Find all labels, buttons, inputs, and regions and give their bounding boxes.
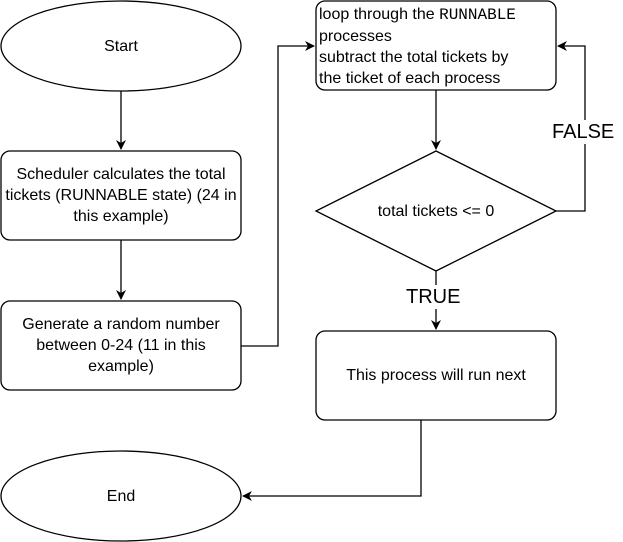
decision-node-label: total tickets <= 0	[377, 202, 495, 220]
true-edge-label: TRUE	[406, 285, 461, 309]
end-node-shape	[0, 450, 242, 542]
random-node-label: Generate a random number between 0-24 (1…	[22, 316, 220, 375]
loop-line-1: loop through the RUNNABLE	[319, 4, 555, 26]
calculate-node-label: Scheduler calculates the total tickets (…	[5, 166, 237, 225]
loop-line-2: processes	[319, 28, 392, 45]
loop-line-3: subtract the total tickets by	[319, 49, 509, 66]
loop-line-4: the ticket of each process	[319, 70, 501, 87]
run-next-node-shape	[315, 330, 557, 421]
false-edge-label: FALSE	[552, 120, 615, 144]
end-node-label: End	[106, 487, 136, 505]
edge-random-to-loop	[241, 41, 315, 347]
loop-node-label: loop through the RUNNABLE processes subt…	[319, 4, 555, 89]
edge-run-next-to-end	[242, 420, 422, 501]
loop-line-1-mono: RUNNABLE	[439, 6, 516, 24]
start-node-label: Start	[104, 37, 138, 55]
loop-line-1-prefix: loop through the	[319, 6, 440, 23]
run-next-node-label: This process will run next	[346, 367, 526, 384]
